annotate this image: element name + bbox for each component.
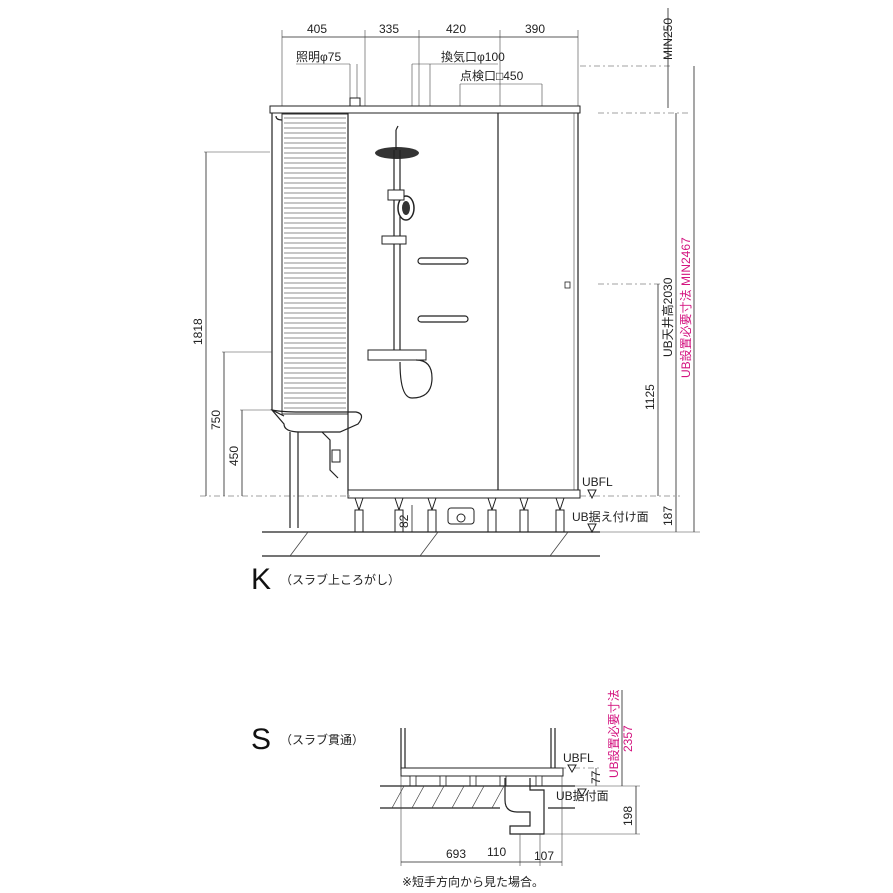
bathtub-apron bbox=[281, 113, 349, 415]
dim-82: 82 bbox=[397, 514, 411, 528]
section-s-letter: S bbox=[251, 723, 271, 756]
section-s-caption: （スラブ貫通） bbox=[280, 732, 364, 747]
s-install-label-line2: 2357 bbox=[621, 725, 635, 752]
dim-420: 420 bbox=[446, 22, 466, 36]
lighting-label: 照明φ75 bbox=[296, 50, 341, 64]
s-dim-77: 77 bbox=[589, 770, 603, 784]
s-install-label-line1: UB設置必要寸法 bbox=[606, 689, 621, 778]
ceiling-height-label: UB天井高2030 bbox=[660, 277, 675, 357]
s-dim-693: 693 bbox=[446, 847, 466, 861]
slab-k bbox=[262, 531, 600, 557]
install-min-label: UB設置必要寸法 MIN2467 bbox=[678, 237, 693, 378]
dim-405: 405 bbox=[307, 22, 327, 36]
inspection-label: 点検口□450 bbox=[460, 69, 524, 83]
section-k-letter: K bbox=[251, 563, 271, 596]
s-dim-107: 107 bbox=[534, 849, 554, 863]
dim-450: 450 bbox=[227, 446, 241, 466]
top-dimension-chain: 405 335 420 390 bbox=[281, 22, 579, 110]
s-dim-198: 198 bbox=[621, 806, 635, 826]
vent-label: 換気口φ100 bbox=[441, 49, 505, 64]
dim-187: 187 bbox=[661, 506, 675, 526]
dim-1125: 1125 bbox=[643, 384, 657, 410]
shower-fittings bbox=[367, 125, 469, 399]
unit-body bbox=[269, 97, 581, 533]
section-s: S （スラブ貫通） 693 110 107 UBFL 77 UB据付面 bbox=[251, 689, 640, 866]
ceiling-openings: 照明φ75 換気口φ100 点検口□450 MIN250 bbox=[296, 8, 675, 108]
right-dimensions: 1125 UB天井高2030 UB設置必要寸法 MIN2467 187 UBFL… bbox=[572, 66, 700, 534]
left-dimensions: 1818 750 450 82 bbox=[191, 151, 413, 532]
s-dim-110: 110 bbox=[487, 845, 506, 859]
dim-1818: 1818 bbox=[191, 318, 205, 345]
s-ubfl-label: UBFL bbox=[563, 751, 594, 765]
dim-335: 335 bbox=[379, 22, 399, 36]
dim-390: 390 bbox=[525, 22, 545, 36]
section-k-title: K （スラブ上ころがし） bbox=[251, 563, 400, 596]
footnote: ※短手方向から見た場合。 bbox=[402, 874, 544, 889]
dim-750: 750 bbox=[209, 410, 223, 430]
section-k-caption: （スラブ上ころがし） bbox=[280, 572, 400, 587]
min250-label: MIN250 bbox=[661, 18, 675, 60]
ub-mount-surface-label-k: UB据え付け面 bbox=[572, 510, 649, 524]
ubfl-label-k: UBFL bbox=[582, 475, 613, 489]
